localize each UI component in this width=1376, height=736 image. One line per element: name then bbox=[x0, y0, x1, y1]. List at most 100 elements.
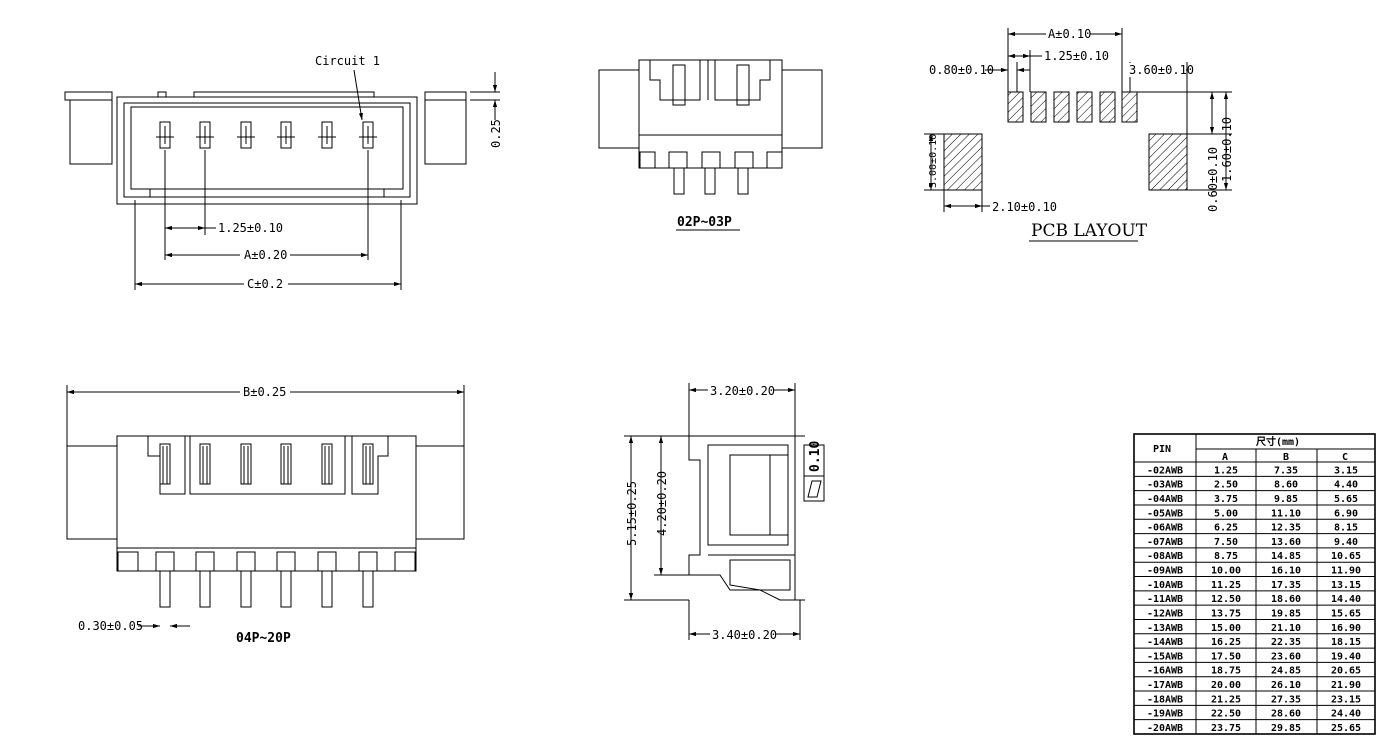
table-cell: 19.85 bbox=[1271, 608, 1301, 619]
table-cell: 1.25 bbox=[1214, 465, 1238, 476]
pcb-pad bbox=[1099, 91, 1116, 123]
label-02p-03p: 02P~03P bbox=[677, 215, 732, 230]
dim-025: 0.25 bbox=[489, 119, 503, 148]
table-cell: -17AWB bbox=[1147, 680, 1183, 691]
front-contact bbox=[359, 121, 377, 149]
top-view-02p-03p: 02P~03P bbox=[598, 59, 823, 231]
dim-a-020: A±0.20 bbox=[244, 248, 287, 262]
table-cell: 7.50 bbox=[1214, 537, 1238, 548]
table-row: -04AWB 3.75 9.85 5.65 bbox=[1147, 494, 1358, 505]
table-cell: 23.60 bbox=[1271, 651, 1301, 662]
table-cell: 9.85 bbox=[1274, 494, 1298, 505]
table-cell: 14.40 bbox=[1331, 594, 1361, 605]
pcb-dim-060: 0.60±0.10 bbox=[1206, 147, 1220, 212]
label-04p-20p: 04P~20P bbox=[236, 631, 291, 646]
table-col-c: C bbox=[1342, 452, 1348, 463]
table-cell: 24.40 bbox=[1331, 709, 1361, 720]
table-cell: 27.35 bbox=[1271, 694, 1301, 705]
top-contact bbox=[155, 443, 175, 608]
table-cell: -19AWB bbox=[1147, 709, 1183, 720]
dim-side-340: 3.40±0.20 bbox=[712, 628, 777, 642]
table-cell: -04AWB bbox=[1147, 494, 1183, 505]
table-cell: -10AWB bbox=[1147, 580, 1183, 591]
table-cell: 6.90 bbox=[1334, 508, 1358, 519]
table-cell: 21.90 bbox=[1331, 680, 1361, 691]
end-tab bbox=[117, 551, 139, 572]
table-cell: 24.85 bbox=[1271, 666, 1301, 677]
top-contact bbox=[276, 443, 296, 608]
dim-side-320: 3.20±0.20 bbox=[710, 384, 775, 398]
table-cell: 9.40 bbox=[1334, 537, 1358, 548]
table-cell: 13.75 bbox=[1211, 608, 1241, 619]
table-cell: -15AWB bbox=[1147, 651, 1183, 662]
table-cell: -06AWB bbox=[1147, 523, 1183, 534]
table-cell: 7.35 bbox=[1274, 465, 1298, 476]
table-cell: 18.60 bbox=[1271, 594, 1301, 605]
pcb-layout-title: PCB LAYOUT bbox=[1031, 221, 1148, 241]
table-cell: 8.60 bbox=[1274, 480, 1298, 491]
table-cell: -16AWB bbox=[1147, 666, 1183, 677]
dim-c-02: C±0.2 bbox=[247, 277, 283, 291]
pcb-pad bbox=[1121, 91, 1138, 123]
table-cell: 22.35 bbox=[1271, 637, 1301, 648]
pcb-pad bbox=[1030, 91, 1047, 123]
pitch-125-front: 1.25±0.10 bbox=[218, 221, 283, 235]
table-cell: 13.60 bbox=[1271, 537, 1301, 548]
table-cell: 21.25 bbox=[1211, 694, 1241, 705]
dim-b-025: B±0.25 bbox=[243, 385, 286, 399]
table-cell: 8.75 bbox=[1214, 551, 1238, 562]
table-cell: 15.00 bbox=[1211, 623, 1241, 634]
table-size-header: 尺寸(mm) bbox=[1256, 435, 1300, 448]
table-cell: 5.65 bbox=[1334, 494, 1358, 505]
table-cell: -08AWB bbox=[1147, 551, 1183, 562]
table-pin-header: PIN bbox=[1153, 444, 1171, 455]
table-cell: 16.10 bbox=[1271, 566, 1301, 577]
circuit1-label: Circuit 1 bbox=[315, 54, 380, 68]
table-cell: -14AWB bbox=[1147, 637, 1183, 648]
front-contact bbox=[156, 121, 174, 149]
top-contact bbox=[195, 443, 215, 608]
table-cell: 3.75 bbox=[1214, 494, 1238, 505]
table-cell: 6.25 bbox=[1214, 523, 1238, 534]
table-cell: 22.50 bbox=[1211, 709, 1241, 720]
table-cell: 12.50 bbox=[1211, 594, 1241, 605]
table-cell: -09AWB bbox=[1147, 566, 1183, 577]
dim-side-420: 4.20±0.20 bbox=[655, 471, 669, 536]
table-cell: -03AWB bbox=[1147, 480, 1183, 491]
table-cell: -05AWB bbox=[1147, 508, 1183, 519]
table-cell: -02AWB bbox=[1147, 465, 1183, 476]
table-cell: 18.15 bbox=[1331, 637, 1361, 648]
side-view: 0.10 3.20±0.20 5.15±0.25 4.20±0.20 3.40±… bbox=[624, 383, 825, 642]
table-cell: 21.10 bbox=[1271, 623, 1301, 634]
front-contact bbox=[318, 121, 336, 149]
table-cell: 5.00 bbox=[1214, 508, 1238, 519]
pcb-dim-125: 1.25±0.10 bbox=[1044, 49, 1109, 63]
table-cell: 23.75 bbox=[1211, 723, 1241, 734]
top-contact bbox=[317, 443, 337, 608]
table-cell: -18AWB bbox=[1147, 694, 1183, 705]
front-contact bbox=[196, 121, 214, 149]
table-cell: -11AWB bbox=[1147, 594, 1183, 605]
table-cell: 20.00 bbox=[1211, 680, 1241, 691]
table-cell: 16.90 bbox=[1331, 623, 1361, 634]
end-tab bbox=[394, 551, 416, 572]
flatness-value: 0.10 bbox=[808, 441, 823, 472]
front-contact bbox=[237, 121, 255, 149]
table-cell: 25.65 bbox=[1331, 723, 1361, 734]
table-cell: 14.85 bbox=[1271, 551, 1301, 562]
table-cell: -07AWB bbox=[1147, 537, 1183, 548]
